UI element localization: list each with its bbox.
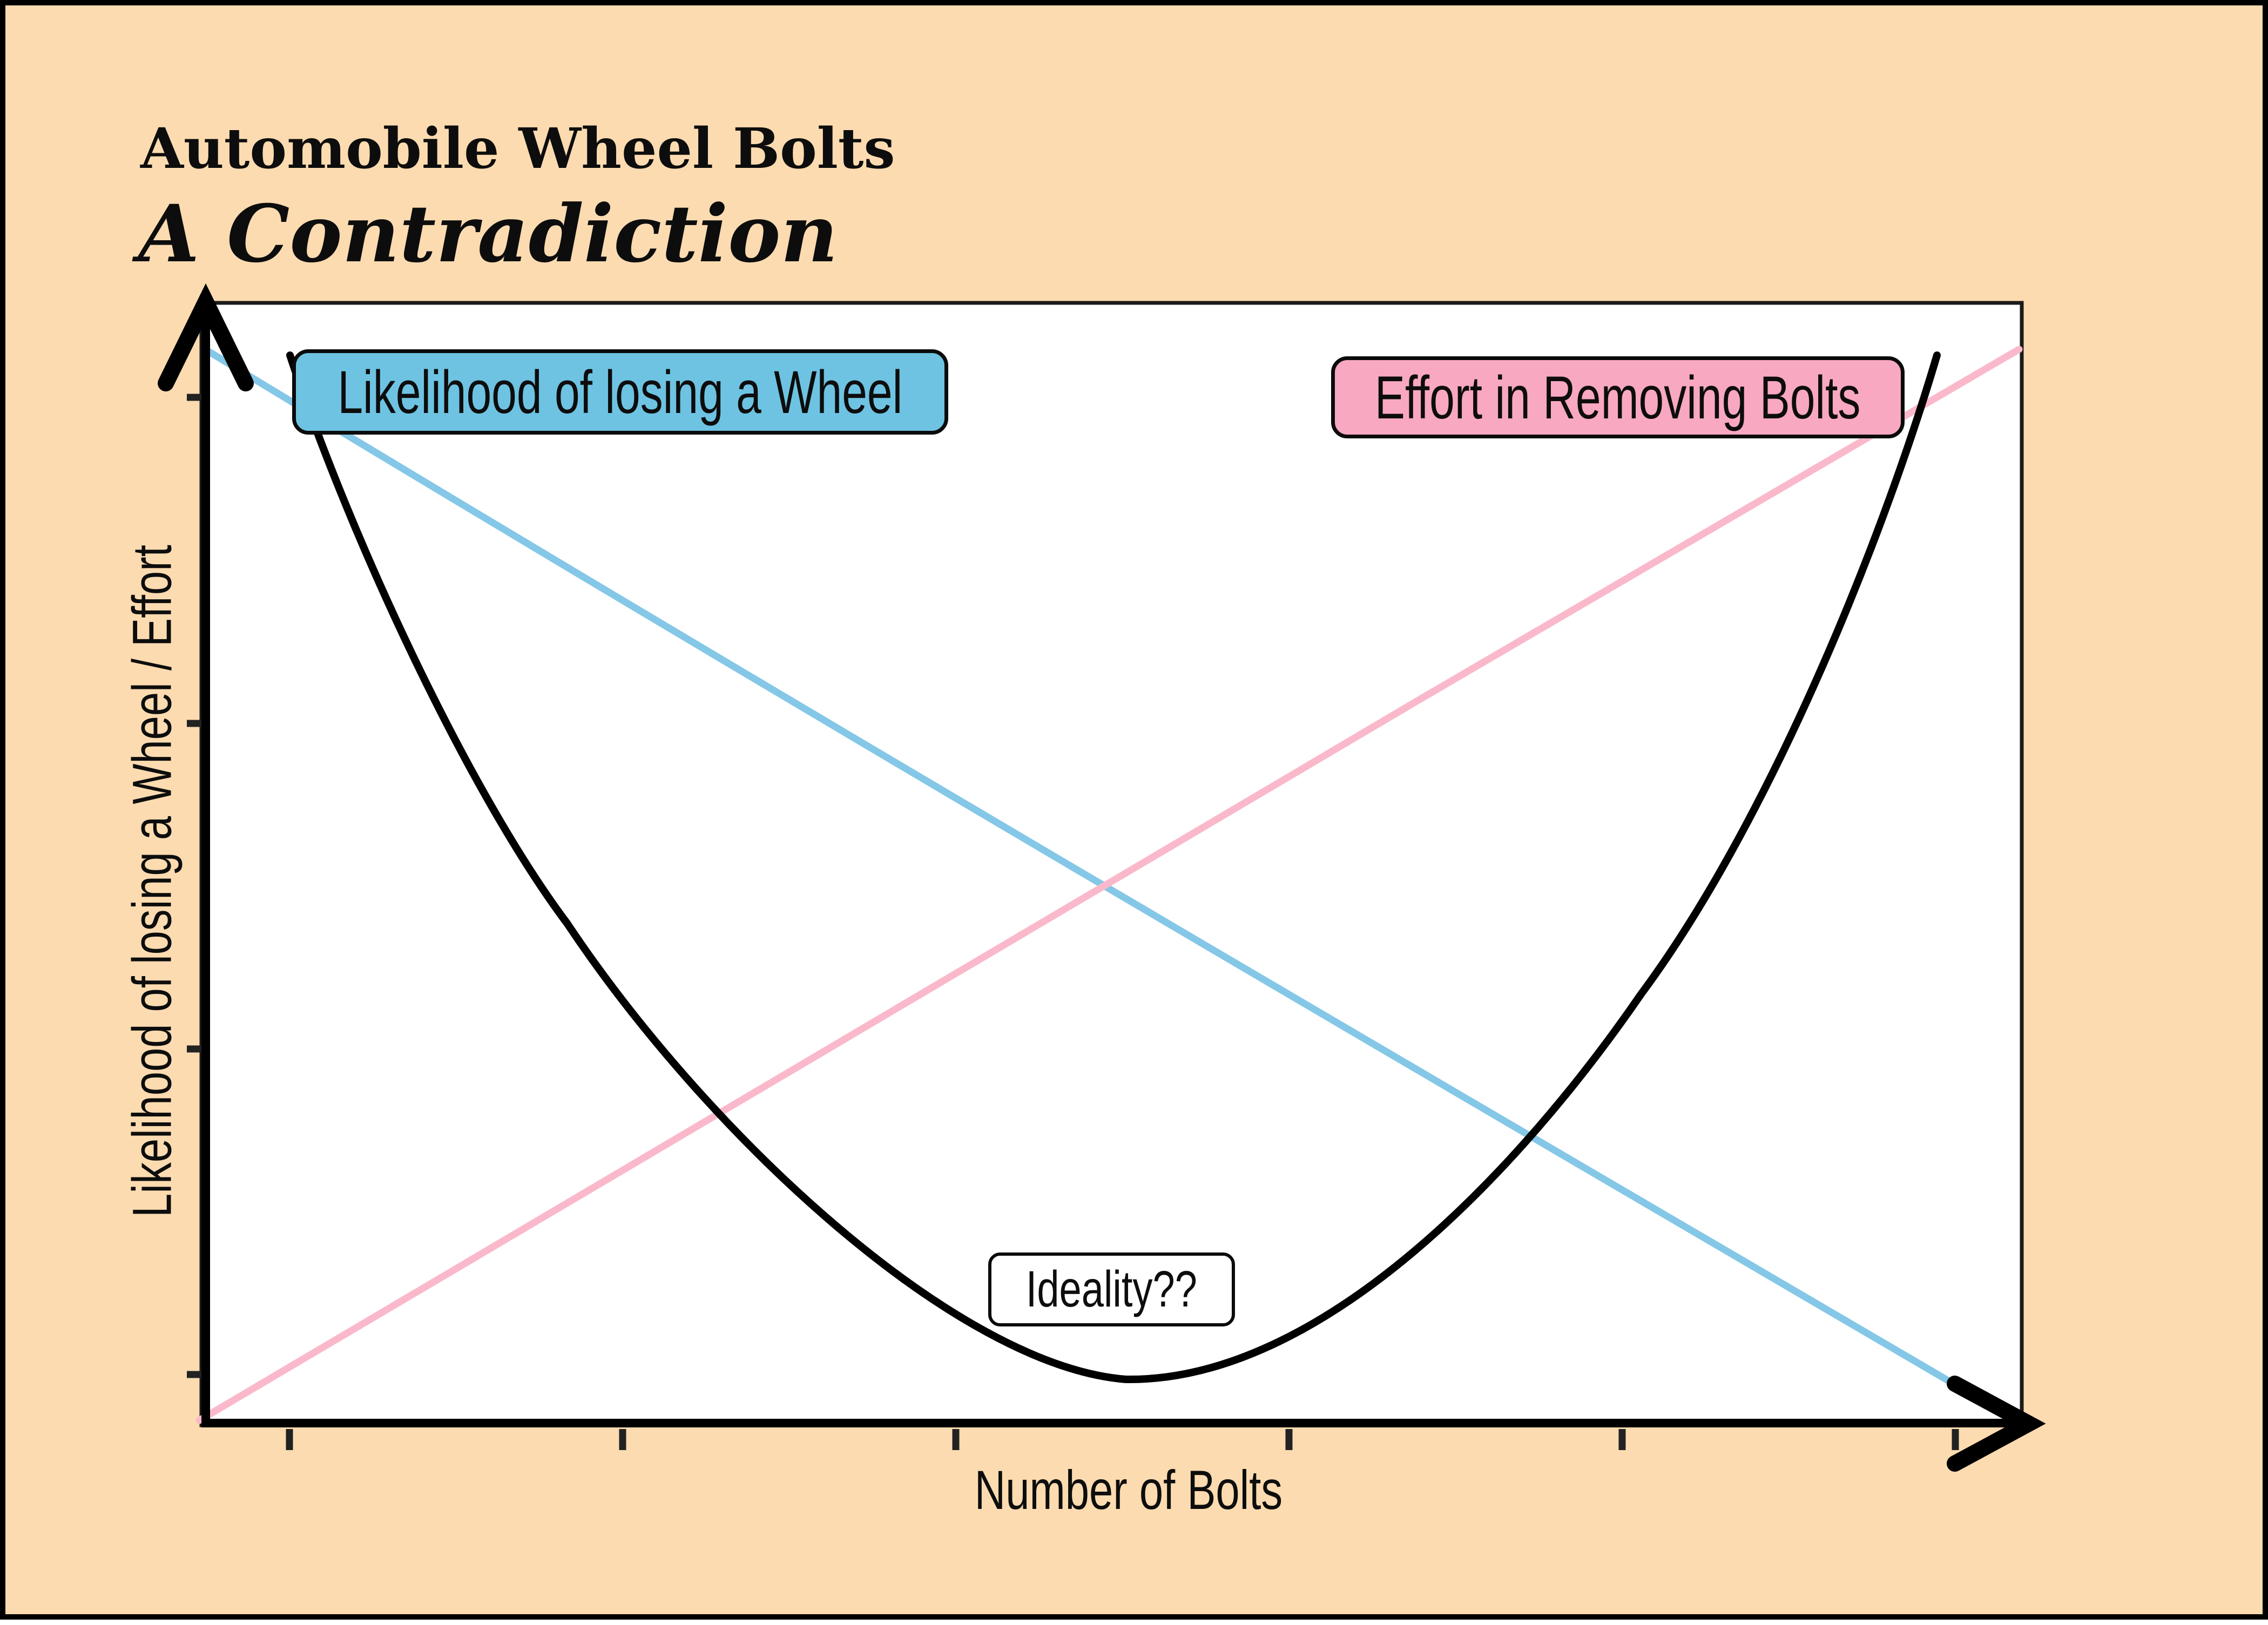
legend-effort-label: Effort in Removing Bolts bbox=[1375, 363, 1861, 432]
x-ticks bbox=[289, 1429, 1955, 1450]
ideality-annotation: Ideality?? bbox=[988, 1252, 1235, 1326]
chart-canvas bbox=[5, 5, 2268, 1625]
legend-effort-badge: Effort in Removing Bolts bbox=[1331, 356, 1905, 438]
ideality-annotation-label: Ideality?? bbox=[1026, 1260, 1197, 1319]
x-axis-label-text: Number of Bolts bbox=[975, 1459, 1282, 1522]
x-axis-label: Number of Bolts bbox=[931, 1459, 1326, 1522]
legend-likelihood-badge: Likelihood of losing a Wheel bbox=[292, 349, 948, 435]
legend-likelihood-label: Likelihood of losing a Wheel bbox=[338, 357, 903, 427]
y-axis-label-text: Likelihood of losing a Wheel / Effort bbox=[121, 545, 184, 1217]
y-axis-label: Likelihood of losing a Wheel / Effort bbox=[121, 450, 184, 1312]
